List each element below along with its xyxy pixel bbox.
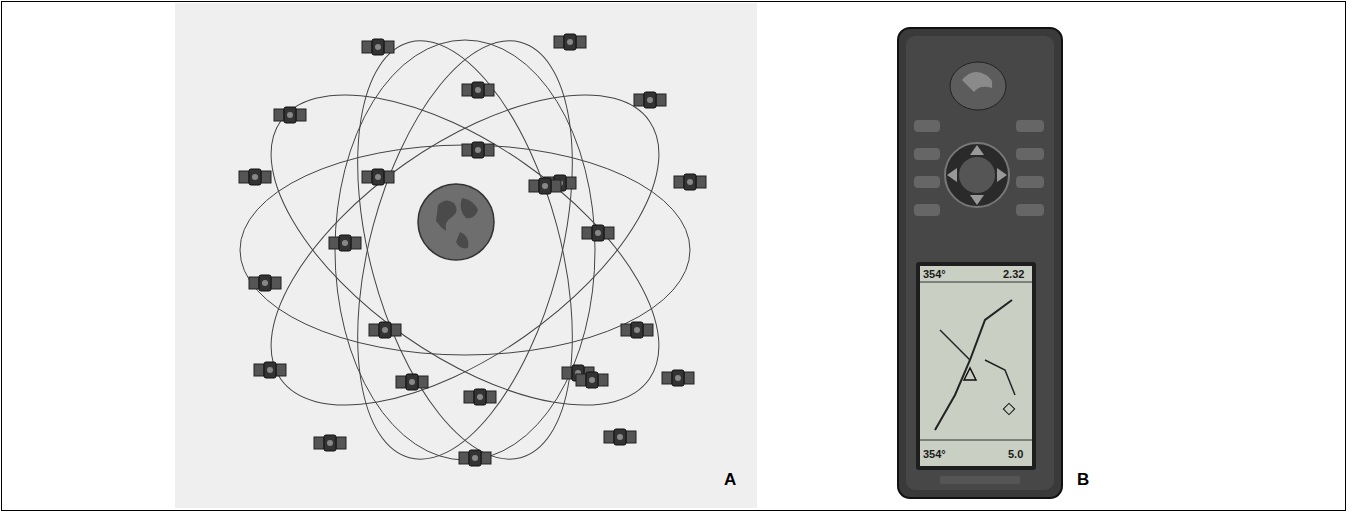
panel-letter: A — [724, 470, 736, 490]
panel-letter: B — [1077, 470, 1089, 490]
gps-receiver — [898, 28, 1062, 498]
screen-readout: 354° — [923, 268, 946, 280]
orbit-lines — [220, 18, 709, 483]
earth-globe — [418, 184, 494, 260]
gps-satellites — [239, 34, 706, 466]
screen-readout: 354° — [923, 448, 946, 460]
screen-readout: 2.32 — [1003, 268, 1024, 280]
panel-a-ground — [175, 3, 757, 508]
screen-readout: 5.0 — [1008, 448, 1023, 460]
